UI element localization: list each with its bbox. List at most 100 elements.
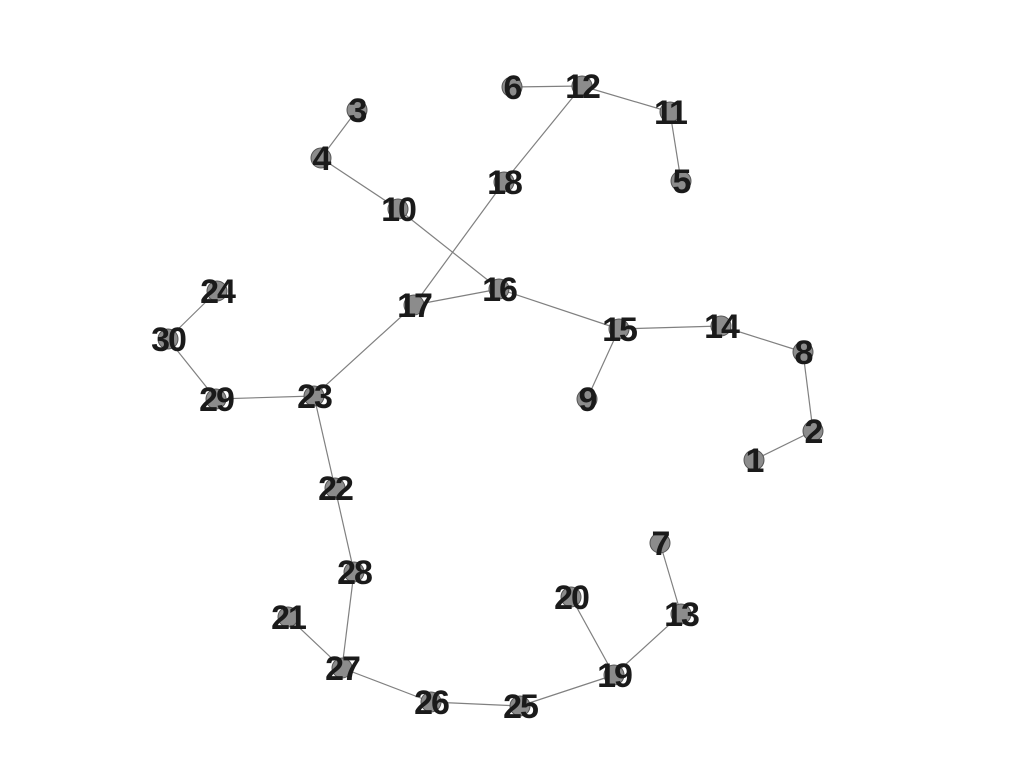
node-29: 29: [199, 381, 236, 419]
node-label: 27: [325, 650, 360, 688]
node-label: 15: [602, 311, 637, 349]
edge-22-28: [334, 487, 355, 573]
node-label: 5: [673, 163, 691, 201]
node-marker: [603, 664, 625, 686]
node-2: 2: [802, 413, 825, 451]
node-20: 20: [554, 579, 591, 617]
node-label: 25: [503, 688, 538, 726]
node-14: 14: [704, 308, 742, 346]
node-marker: [802, 420, 824, 442]
node-marker: [710, 315, 732, 337]
node-marker: [509, 695, 531, 717]
node-25: 25: [503, 688, 540, 726]
node-marker: [157, 328, 179, 350]
node-marker: [403, 294, 425, 316]
edge-12-11: [581, 85, 671, 113]
node-label: 11: [654, 94, 687, 132]
node-15: 15: [602, 311, 639, 349]
node-marker: [743, 449, 765, 471]
edge-23-22: [313, 395, 336, 489]
edge-2-8: [802, 351, 814, 432]
edge-15-16: [498, 288, 620, 330]
node-marker: [571, 75, 593, 97]
node-label: 21: [271, 599, 306, 637]
node-marker: [493, 171, 515, 193]
node-label: 28: [337, 554, 372, 592]
node-marker: [346, 99, 368, 121]
node-8: 8: [792, 334, 815, 372]
node-marker: [576, 388, 598, 410]
edge-1-2: [753, 430, 814, 461]
node-7: 7: [649, 525, 672, 563]
node-marker: [277, 606, 299, 628]
node-label: 22: [318, 470, 353, 508]
node-marker: [488, 278, 510, 300]
edge-17-23: [313, 304, 415, 397]
node-marker: [560, 586, 582, 608]
node-26: 26: [414, 684, 451, 722]
node-21: 21: [271, 599, 308, 637]
edge-27-21: [287, 616, 343, 669]
node-marker: [206, 280, 228, 302]
node-1: 1: [743, 442, 766, 480]
node-label: 20: [554, 579, 589, 617]
edge-11-5: [669, 111, 682, 182]
edge-15-9: [586, 328, 620, 400]
node-marker: [420, 691, 442, 713]
node-label: 8: [795, 334, 813, 372]
node-label: 2: [805, 413, 823, 451]
node-label: 23: [297, 378, 332, 416]
node-18: 18: [487, 164, 524, 202]
edge-16-17: [413, 288, 500, 306]
node-9: 9: [576, 381, 599, 419]
node-label: 13: [664, 596, 699, 634]
edge-26-25: [430, 701, 521, 707]
edge-19-20: [570, 596, 615, 676]
edge-17-18: [413, 181, 505, 306]
edge-29-30: [167, 338, 217, 400]
node-marker: [343, 561, 365, 583]
node-label: 26: [414, 684, 449, 722]
node-label: 7: [652, 525, 670, 563]
node-marker: [331, 657, 353, 679]
node-label: 16: [482, 271, 517, 309]
node-label: 30: [151, 321, 186, 359]
node-27: 27: [325, 650, 362, 688]
node-label: 14: [704, 308, 740, 346]
edge-25-19: [519, 674, 615, 707]
node-3: 3: [346, 92, 369, 130]
node-4: 4: [310, 140, 334, 178]
node-label: 6: [504, 69, 522, 107]
edge-16-10: [397, 208, 500, 290]
node-marker: [324, 477, 346, 499]
edge-18-12: [503, 85, 583, 183]
node-10: 10: [381, 191, 418, 229]
node-marker: [501, 76, 523, 98]
edge-14-15: [618, 325, 722, 330]
node-6: 6: [501, 69, 524, 107]
edge-10-4: [320, 157, 399, 210]
node-30: 30: [151, 321, 188, 359]
node-marker: [205, 388, 227, 410]
node-marker: [792, 341, 814, 363]
nodes-layer: 1234567891011121314151617181920212223242…: [151, 68, 825, 726]
edge-27-26: [341, 667, 432, 703]
node-23: 23: [297, 378, 334, 416]
edge-8-14: [720, 325, 804, 353]
edge-30-24: [167, 290, 218, 340]
node-22: 22: [318, 470, 355, 508]
node-marker: [387, 198, 409, 220]
node-marker: [670, 170, 692, 192]
edge-13-7: [659, 542, 682, 615]
node-label: 10: [381, 191, 416, 229]
node-5: 5: [670, 163, 693, 201]
node-marker: [670, 603, 692, 625]
node-marker: [659, 101, 681, 123]
edge-12-6: [511, 85, 583, 88]
node-marker: [608, 318, 630, 340]
node-label: 18: [487, 164, 522, 202]
node-16: 16: [482, 271, 519, 309]
node-11: 11: [654, 94, 689, 132]
node-28: 28: [337, 554, 374, 592]
